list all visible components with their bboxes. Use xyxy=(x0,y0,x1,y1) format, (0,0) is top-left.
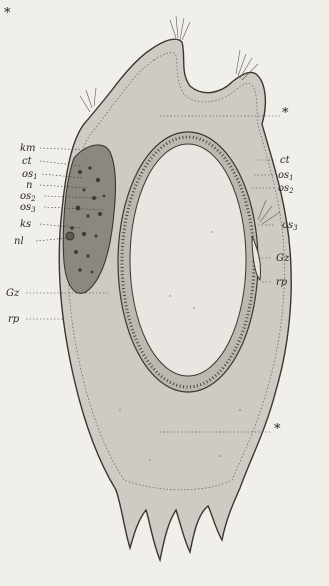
label-rp-right: rp xyxy=(276,277,287,288)
label-gz-right: Gz xyxy=(276,253,289,264)
micronucleus xyxy=(66,232,74,240)
label-os3-right-sub: 3 xyxy=(293,224,297,232)
label-os2-left-base: os xyxy=(20,191,31,202)
label-ks: ks xyxy=(20,219,31,230)
label-os1-right: os1 xyxy=(278,170,294,184)
label-os3-right-base: os xyxy=(282,220,293,231)
star-marker-top-left: * xyxy=(4,8,11,19)
star-marker-bottom-right: * xyxy=(274,424,281,435)
label-nl: nl xyxy=(14,236,24,247)
label-os1-left-base: os xyxy=(22,169,33,180)
vesicle-inner xyxy=(130,144,246,376)
label-rp-left: rp xyxy=(8,314,19,325)
label-os1-right-base: os xyxy=(278,170,289,181)
label-os2-right: os2 xyxy=(278,183,294,197)
label-os3-left-sub: 3 xyxy=(31,206,35,214)
label-os2-right-base: os xyxy=(278,183,289,194)
label-km: km xyxy=(20,143,36,154)
label-os1-left-sub: 1 xyxy=(33,173,37,181)
label-n: n xyxy=(26,180,32,191)
star-marker-top-right: * xyxy=(282,108,289,119)
label-os2-right-sub: 2 xyxy=(289,187,293,195)
label-os3-left: os3 xyxy=(20,202,36,216)
label-os1-right-sub: 1 xyxy=(289,174,293,182)
label-os3-right: os3 xyxy=(282,220,298,234)
label-ct-left: ct xyxy=(22,156,32,167)
label-ct-right: ct xyxy=(280,155,290,166)
label-os3-left-base: os xyxy=(20,202,31,213)
label-gz-left: Gz xyxy=(6,288,19,299)
